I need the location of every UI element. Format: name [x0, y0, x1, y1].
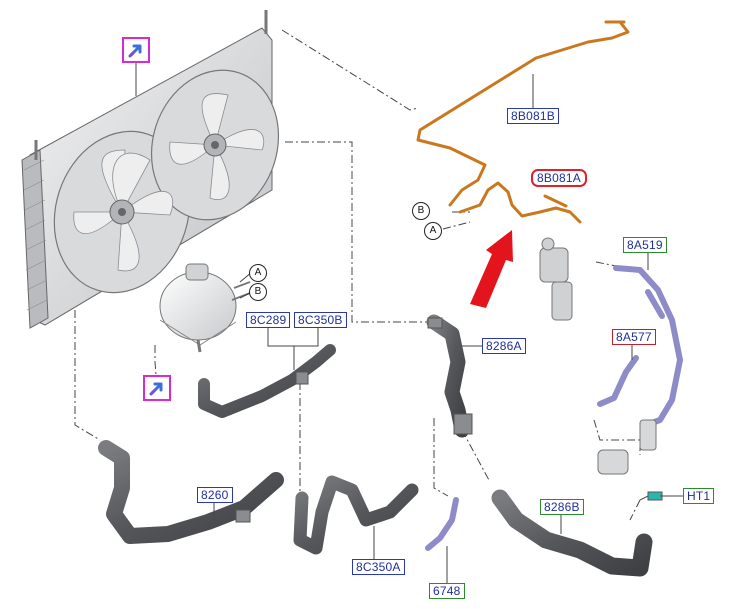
view-more-icon[interactable]: [143, 375, 171, 401]
hose-8286b: [491, 489, 653, 577]
radiator-fan-assembly: [21, 10, 280, 329]
view-more-icon[interactable]: [122, 37, 150, 63]
hose-8c350a: [293, 475, 419, 555]
label-8a519[interactable]: 8A519: [623, 237, 667, 253]
label-8c350a[interactable]: 8C350A: [352, 559, 405, 575]
label-8b081a[interactable]: 8B081A: [531, 169, 587, 187]
label-8286a[interactable]: 8286A: [482, 338, 526, 354]
callout-b-pipe: B: [412, 202, 430, 220]
callout-a-tank: A: [249, 264, 267, 282]
label-8260[interactable]: 8260: [197, 487, 233, 503]
hose-8260: [98, 440, 284, 544]
hose-8c289: [198, 344, 336, 418]
auxiliary-pump: [539, 237, 573, 321]
degas-pipe-8b081a: [458, 181, 582, 224]
thermostat-housing: [597, 419, 657, 475]
callout-b-tank: B: [249, 283, 267, 301]
expansion-tank: [159, 263, 251, 353]
label-6748[interactable]: 6748: [429, 583, 465, 599]
label-8a577[interactable]: 8A577: [612, 329, 656, 345]
hose-8286a: [426, 314, 470, 438]
callout-a-pipe: A: [424, 222, 442, 240]
purple-hoses: [425, 265, 683, 551]
label-8b081b[interactable]: 8B081B: [507, 108, 559, 124]
label-8c289[interactable]: 8C289: [246, 312, 291, 328]
label-8286b[interactable]: 8286B: [540, 499, 584, 515]
hose-connectors: [235, 317, 473, 523]
label-ht1[interactable]: HT1: [683, 488, 715, 504]
label-8c350b[interactable]: 8C350B: [294, 312, 347, 328]
degas-pipe-8b081b: [416, 20, 630, 207]
highlight-arrow: [470, 230, 513, 308]
sensor-ht1: [639, 491, 663, 501]
